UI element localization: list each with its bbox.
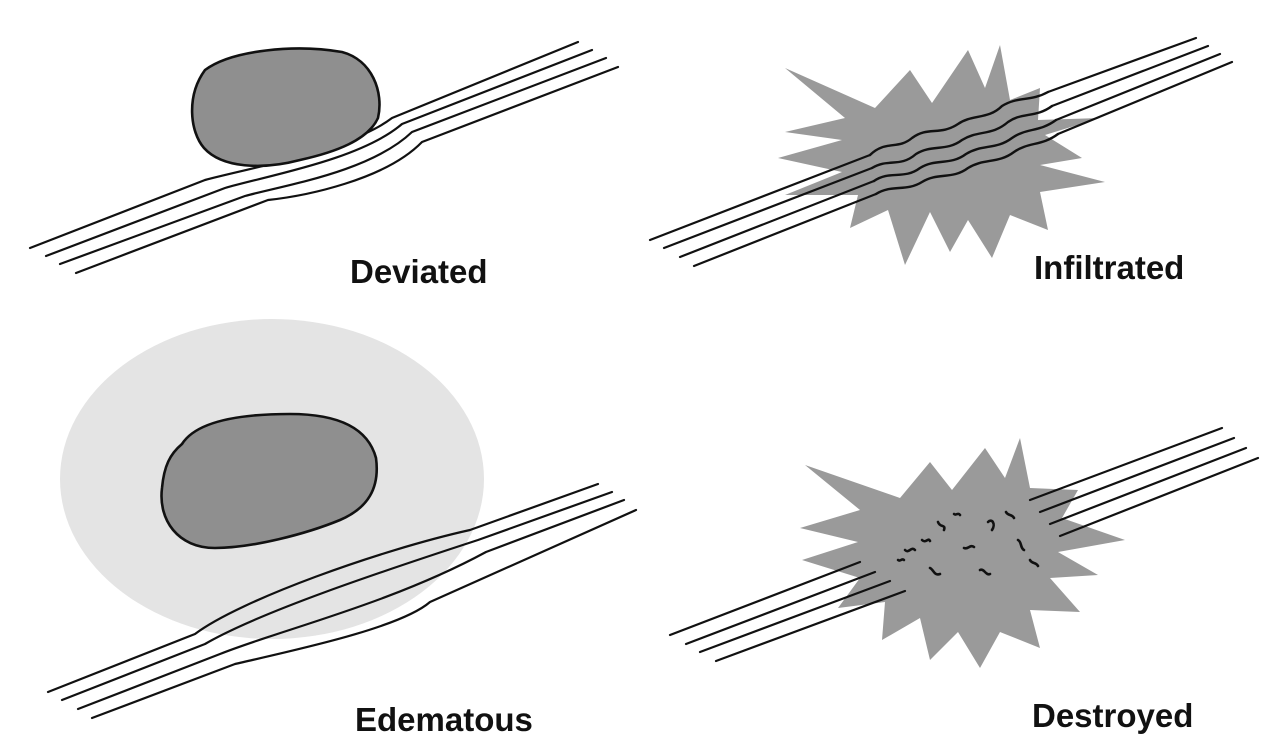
tract-bundle-edematous [46, 482, 638, 720]
lesion-mass [160, 412, 379, 550]
tract-bundle-destroyed [668, 426, 1260, 663]
tumor-star [778, 45, 1105, 265]
tumor-star [800, 438, 1125, 668]
lesion-mass [190, 47, 381, 168]
panel-infiltrated: Infiltrated [648, 36, 1234, 286]
caption-destroyed: Destroyed [1032, 697, 1193, 734]
panel-deviated: Deviated [25, 37, 623, 290]
fiber-fragments [896, 510, 1040, 576]
panel-edematous: Edematous [46, 319, 638, 738]
panel-destroyed: Destroyed [668, 426, 1260, 734]
caption-deviated: Deviated [350, 253, 488, 290]
caption-edematous: Edematous [355, 701, 533, 738]
tract-bundle-infiltrated [648, 36, 1234, 268]
caption-infiltrated: Infiltrated [1034, 249, 1184, 286]
